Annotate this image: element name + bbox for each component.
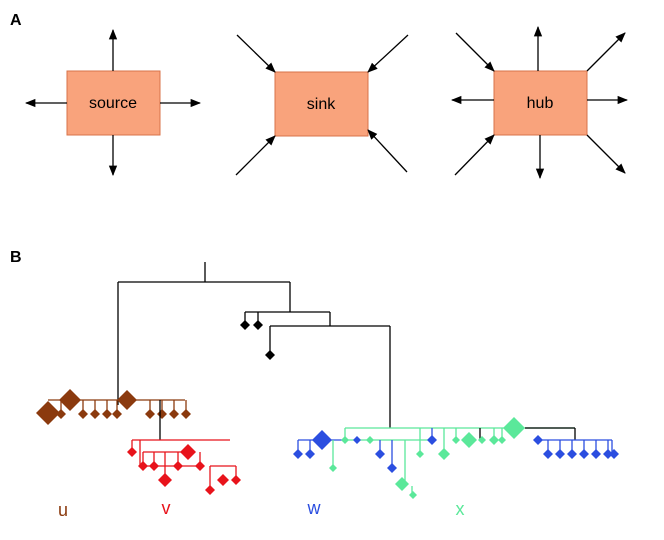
tree-node-diamond: [478, 436, 486, 444]
tree-node-diamond: [253, 320, 263, 330]
tree-node-diamond: [567, 449, 577, 459]
tree-node-diamond: [353, 436, 361, 444]
tree-node-diamond: [149, 461, 159, 471]
tree-node-diamond: [341, 436, 349, 444]
source-label: source: [89, 95, 137, 112]
tree-node-diamond: [36, 401, 60, 425]
tree-node-diamond: [387, 463, 397, 473]
tree-node-diamond: [56, 409, 66, 419]
sink-arrow-in-br: [367, 129, 408, 173]
tree-node-diamond: [195, 461, 205, 471]
tree-node-diamond: [498, 436, 506, 444]
panel-b-label: B: [10, 249, 22, 266]
tree-node-diamond: [240, 320, 250, 330]
tree-node-diamond: [231, 475, 241, 485]
tree-node-diamond: [90, 409, 100, 419]
hub-label: hub: [527, 95, 554, 112]
tree-node-diamond: [375, 449, 385, 459]
hub-arrow-in-bl: [454, 134, 495, 176]
tree-node-diamond: [138, 461, 148, 471]
tree-node-diamond: [217, 474, 229, 486]
tree-node-diamond: [145, 409, 155, 419]
tree-node-diamond: [102, 409, 112, 419]
sink-arrow-in-bl: [235, 135, 276, 176]
tree-node-diamond: [173, 461, 183, 471]
tree-node-diamond: [579, 449, 589, 459]
hub-arrow-out-br: [586, 134, 626, 174]
panel-a-label: A: [10, 12, 22, 29]
clade-label-u: u: [58, 500, 68, 520]
source-node: source: [24, 28, 202, 177]
tree-node-diamond: [158, 473, 172, 487]
tree-node-diamond: [591, 449, 601, 459]
tree-node-diamond: [609, 449, 619, 459]
clade-label-x: x: [456, 499, 465, 519]
tree-node-diamond: [157, 409, 167, 419]
tree-node-diamond: [305, 449, 315, 459]
tree-node-diamond: [169, 409, 179, 419]
sink-arrow-in-tr: [367, 34, 409, 73]
tree-node-diamond: [489, 435, 499, 445]
tree-node-diamond: [603, 449, 613, 459]
tree-node-diamond: [555, 449, 565, 459]
tree-node-diamond: [59, 389, 81, 411]
tree-node-diamond: [181, 409, 191, 419]
tree-node-diamond: [312, 430, 332, 450]
tree-node-diamond: [112, 409, 122, 419]
hub-arrow-out-tr: [586, 32, 626, 72]
phylogenetic-tree: [36, 262, 619, 499]
tree-node-diamond: [409, 491, 417, 499]
tree-node-diamond: [416, 450, 424, 458]
clade-label-v: v: [162, 498, 171, 518]
sink-arrow-in-tl: [236, 34, 276, 73]
sink-node: sink: [235, 34, 409, 176]
tree-node-diamond: [438, 448, 450, 460]
tree-node-diamond: [127, 447, 137, 457]
tree-node-diamond: [543, 449, 553, 459]
clade-label-w: w: [307, 498, 322, 518]
tree-node-diamond: [533, 435, 543, 445]
sink-label: sink: [307, 96, 336, 113]
tree-node-diamond: [366, 436, 374, 444]
tree-node-diamond: [78, 409, 88, 419]
hub-arrow-in-tl: [455, 32, 495, 72]
tree-node-diamond: [265, 350, 275, 360]
hub-box: [493, 70, 588, 136]
tree-node-diamond: [452, 436, 460, 444]
tree-node-diamond: [329, 464, 337, 472]
source-box: [66, 70, 161, 136]
tree-node-diamond: [461, 432, 477, 448]
tree-node-diamond: [427, 435, 437, 445]
tree-node-diamond: [293, 449, 303, 459]
tree-node-diamond: [503, 417, 525, 439]
tree-node-diamond: [205, 485, 215, 495]
hub-node: hub: [450, 25, 629, 180]
sink-box: [274, 71, 369, 137]
tree-node-diamond: [395, 477, 409, 491]
tree-node-diamond: [117, 390, 137, 410]
